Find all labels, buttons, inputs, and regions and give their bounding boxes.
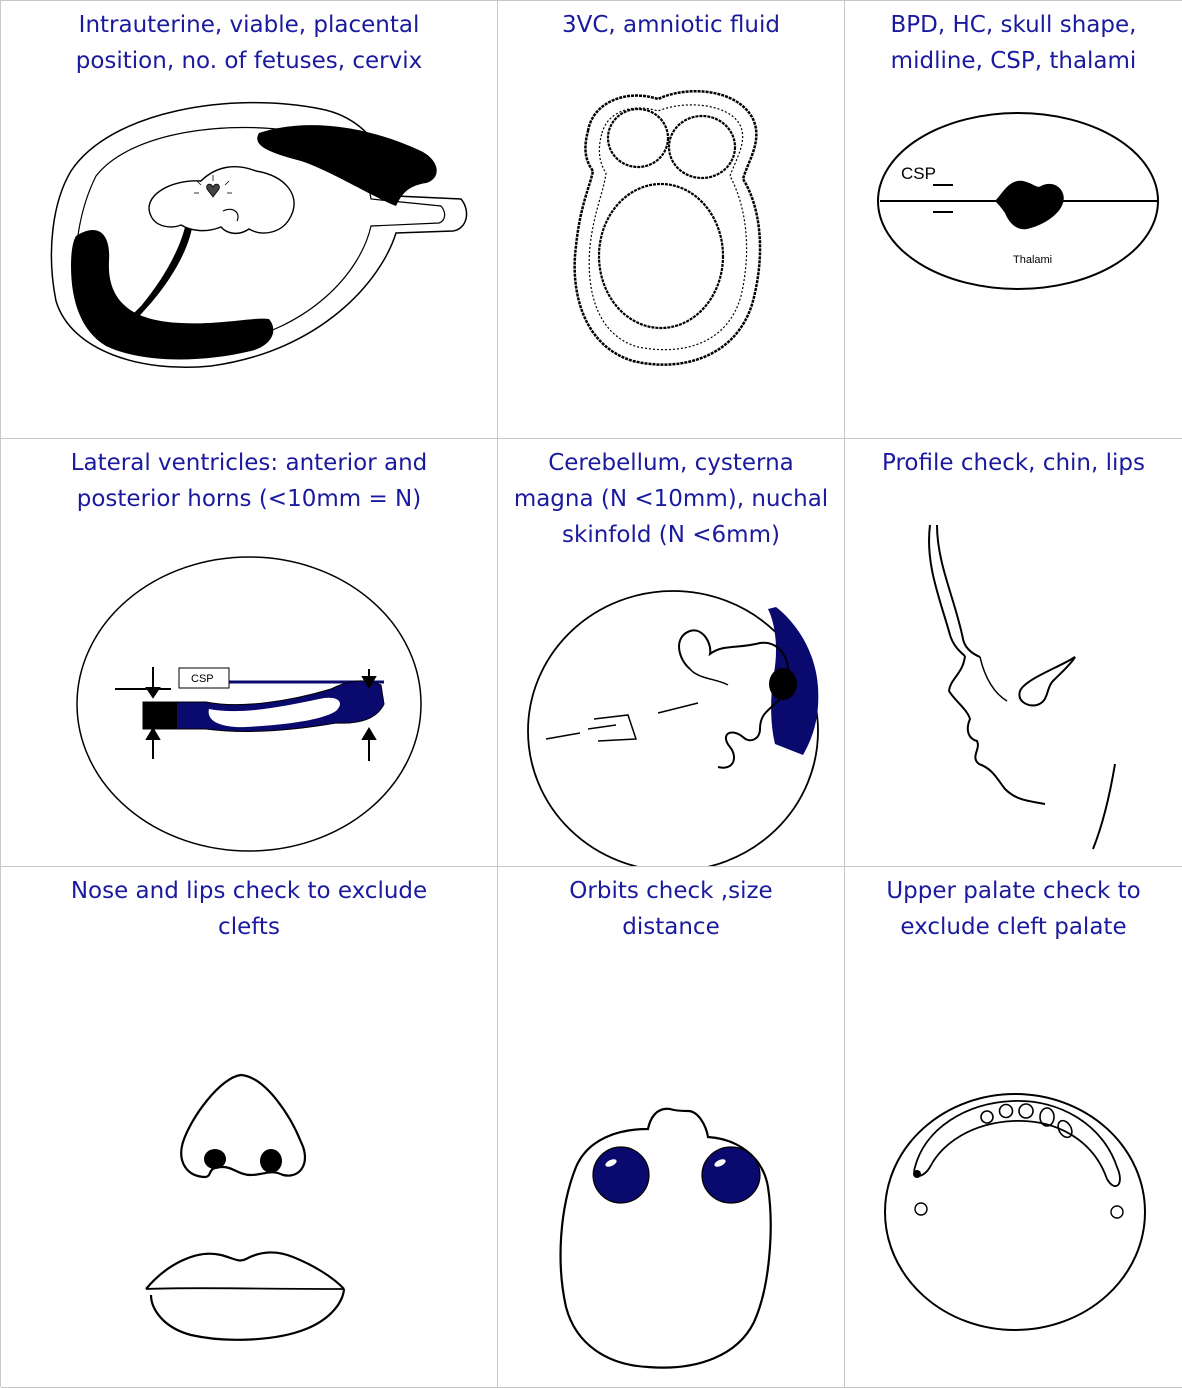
fetal-profile-illustration [845, 439, 1182, 867]
skull-bpd-illustration: CSP Thalami [845, 1, 1182, 439]
nostril-left [204, 1149, 226, 1169]
cell-nose-lips: Nose and lips check to exclude clefts [1, 867, 498, 1388]
umbilical-artery-left [608, 109, 668, 167]
forehead-line-inner [937, 525, 980, 657]
nose-bridge [980, 657, 1007, 701]
cell-profile: Profile check, chin, lips [845, 439, 1182, 867]
nostril-right [260, 1149, 282, 1173]
orbit-left [593, 1147, 649, 1203]
lip-line [146, 1288, 344, 1289]
ridge-end-dot [913, 1170, 921, 1178]
cell-cerebellum: Cerebellum, cysterna magna (N <10mm), nu… [498, 439, 845, 867]
fetus-body [149, 167, 294, 234]
foramen-left [915, 1203, 927, 1215]
orbit-right [702, 1147, 760, 1203]
peduncle-upper [690, 669, 728, 685]
palate-outline [885, 1094, 1145, 1330]
cell-lateral-ventricles: Lateral ventricles: anterior and posteri… [1, 439, 498, 867]
lower-lip [151, 1289, 344, 1340]
anterior-horn-fill [143, 702, 177, 729]
nose-lips-illustration [1, 867, 498, 1388]
face-profile [949, 656, 1045, 804]
nose-outline [181, 1075, 305, 1177]
umbilical-artery-right [669, 116, 735, 178]
midline-dashes [546, 703, 698, 739]
csp-label: CSP [901, 164, 936, 183]
cell-palate: Upper palate check to exclude cleft pala… [845, 867, 1182, 1388]
orbits-illustration [498, 867, 845, 1388]
upper-palate-illustration [845, 867, 1182, 1388]
thalami-label: Thalami [1013, 254, 1052, 266]
csp-label-small: CSP [191, 673, 214, 685]
ear-shape [1019, 657, 1075, 705]
umbilical-vein [599, 184, 723, 328]
three-vessel-cord-illustration [498, 1, 845, 439]
upper-lip [146, 1253, 344, 1289]
lateral-ventricles-illustration: CSP [1, 439, 498, 867]
forehead-line-outer [929, 525, 965, 656]
uterus-fetus-illustration [1, 1, 498, 439]
cord-outline-inner [589, 105, 746, 350]
cell-3vc: 3VC, amniotic fluid [498, 1, 845, 439]
alveolar-ridge [914, 1101, 1120, 1186]
cell-orbits: Orbits check ,size distance [498, 867, 845, 1388]
cell-bpd-hc: BPD, HC, skull shape, midline, CSP, thal… [845, 1, 1182, 439]
neck-line [1093, 764, 1115, 849]
cerebellum-illustration [498, 439, 845, 867]
placenta-posterior [71, 230, 273, 359]
cell-intrauterine: Intrauterine, viable, placental position… [1, 1, 498, 439]
umbilical-cord [126, 223, 193, 323]
thalami-shape [995, 181, 1064, 230]
foramen-right [1111, 1206, 1123, 1218]
